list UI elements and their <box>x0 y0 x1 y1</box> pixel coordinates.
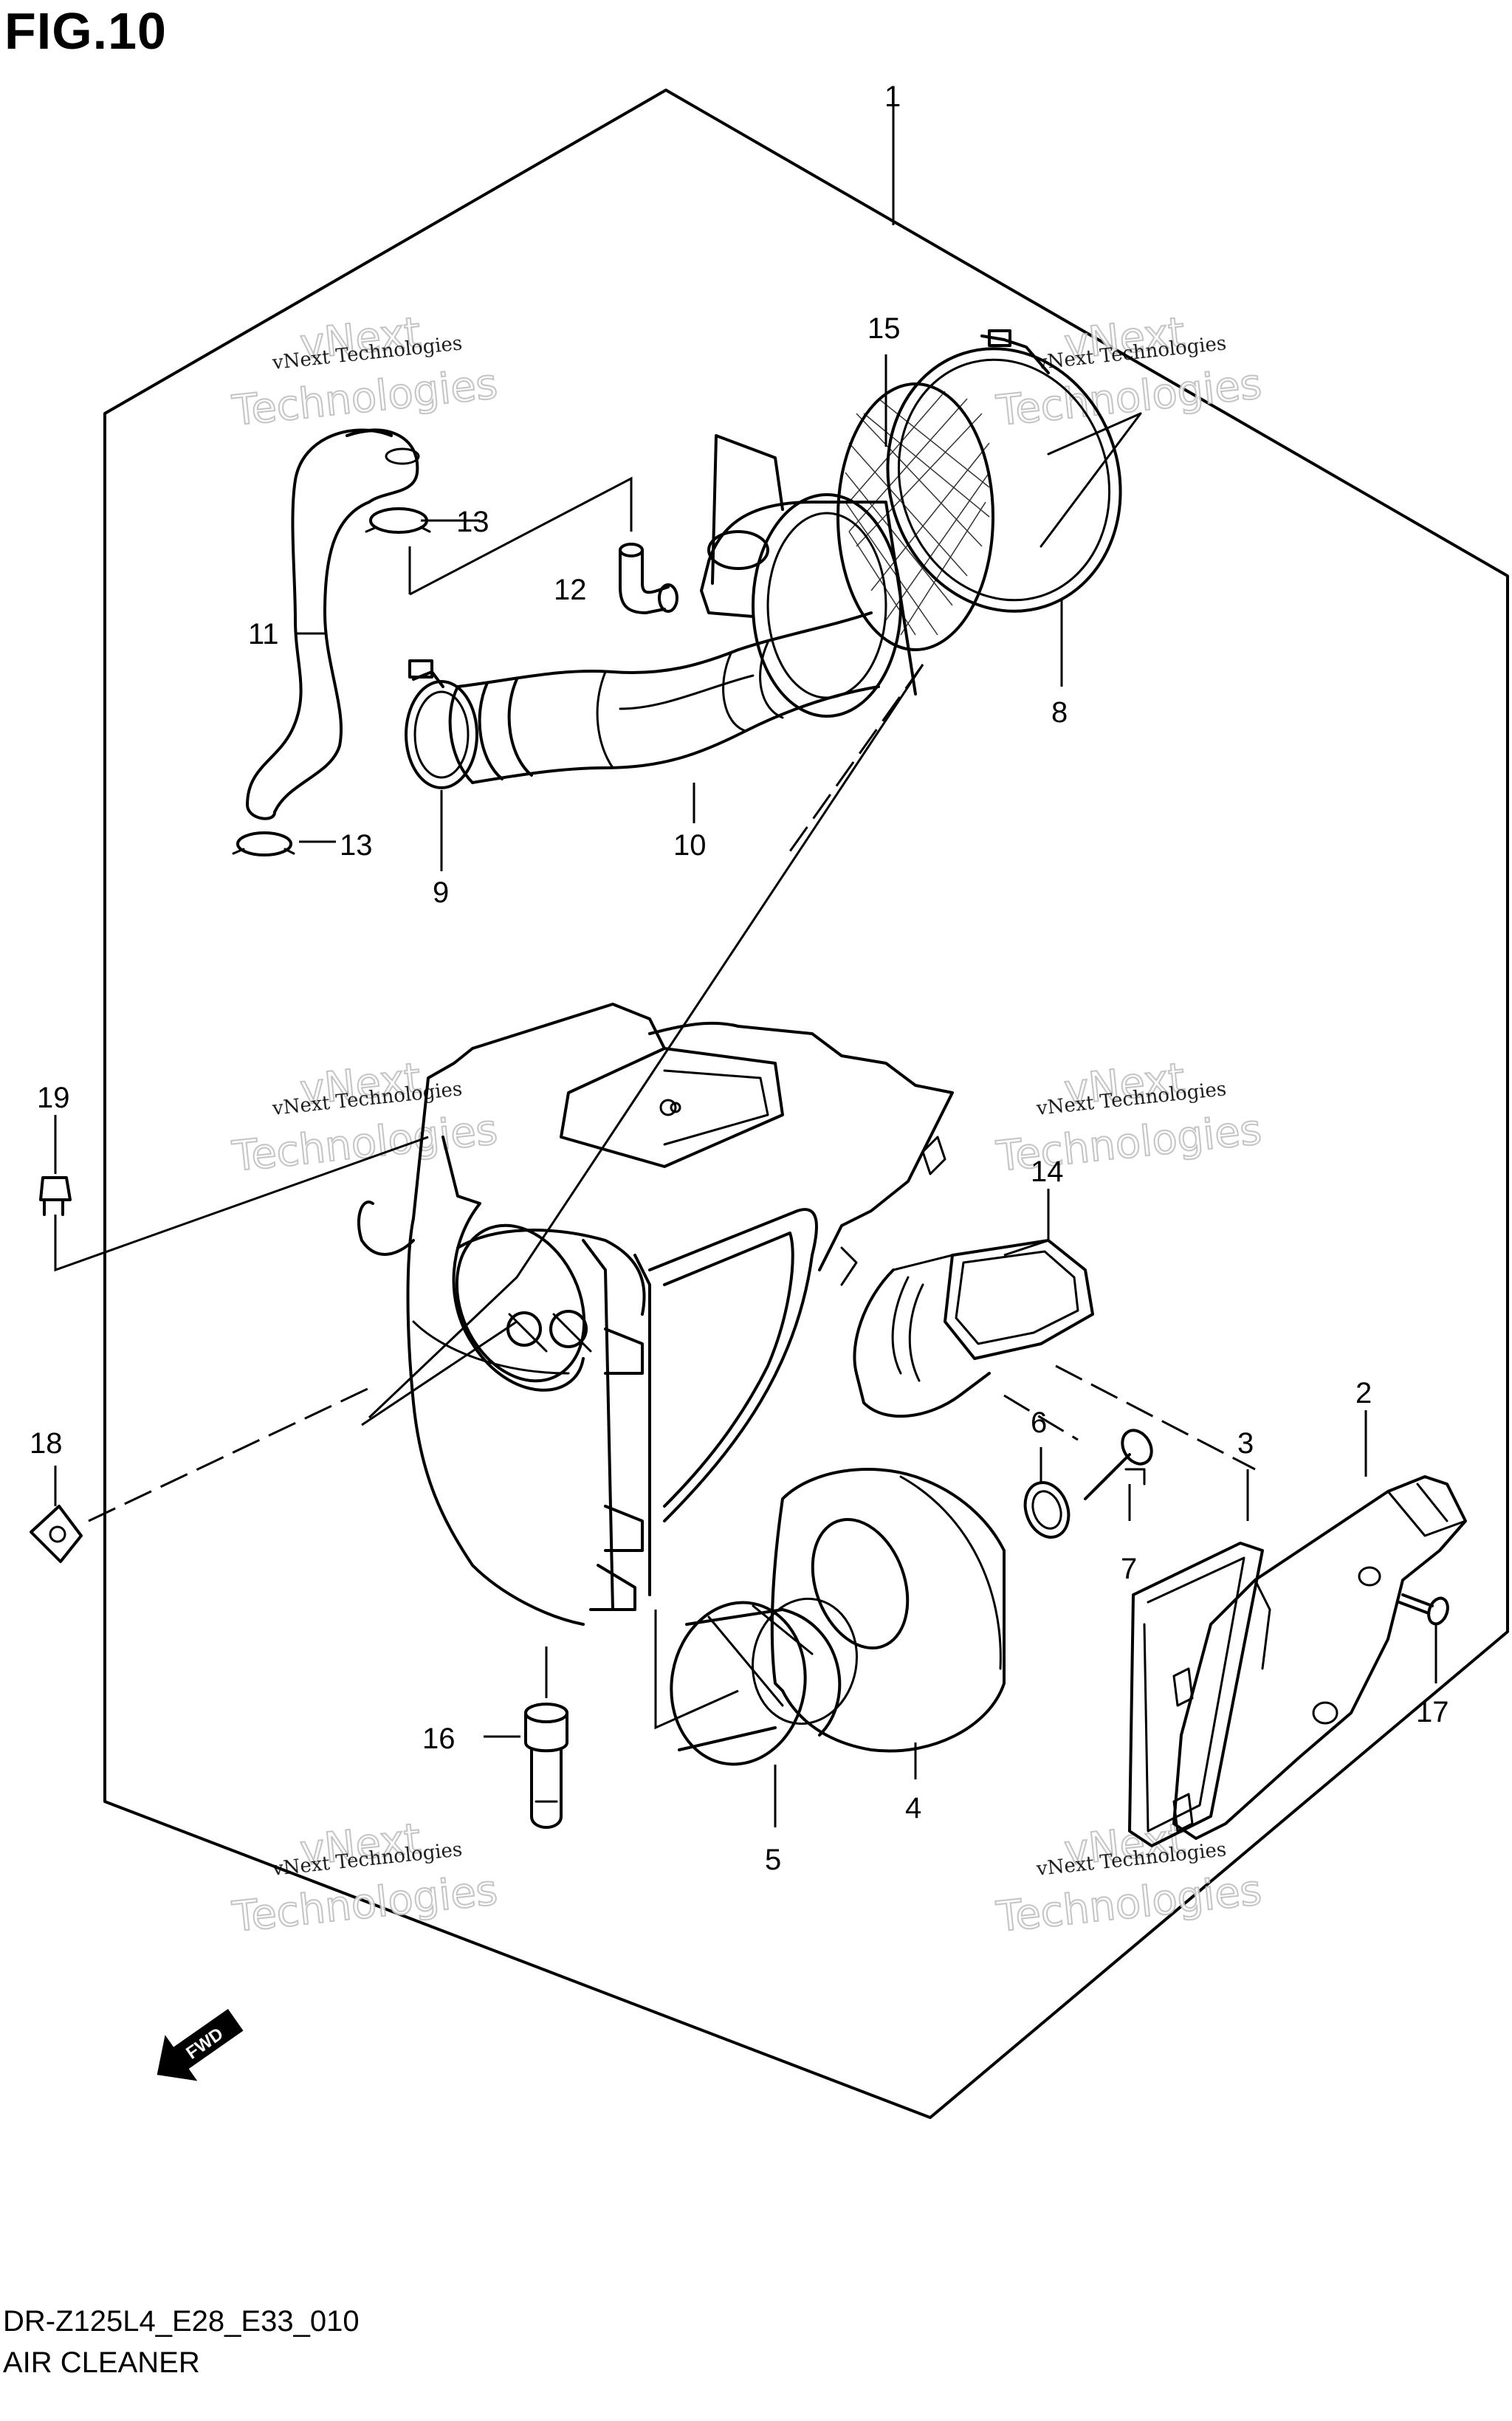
case-bolt-part <box>39 1176 72 1216</box>
air-cleaner-case <box>357 1003 954 1626</box>
air-cleaner-cover-part <box>1172 1475 1467 1840</box>
callout-6: 6 <box>1031 1407 1047 1439</box>
callout-9: 9 <box>433 876 449 909</box>
drain-plug-part <box>524 1703 568 1829</box>
seal-ring-part <box>1023 1481 1071 1539</box>
callout-4: 4 <box>905 1792 921 1824</box>
callout-1: 1 <box>884 80 901 113</box>
diagram-code: DR-Z125L4_E28_E33_010 <box>3 2305 360 2338</box>
svg-text:vNext: vNext <box>1062 309 1187 369</box>
callout-12: 12 <box>554 574 587 606</box>
intake-screen-part <box>836 382 994 651</box>
duct-clamp-part <box>405 659 478 789</box>
callout-7: 7 <box>1121 1553 1137 1585</box>
callout-11: 11 <box>248 618 279 650</box>
intake-boot-part <box>853 1239 1094 1418</box>
callout-13: 13 <box>456 506 489 538</box>
callout-16: 16 <box>422 1723 456 1755</box>
hose-clip-lower <box>232 831 295 856</box>
filter-element-part <box>770 1468 1006 1753</box>
callout-17: 17 <box>1416 1696 1449 1728</box>
callout-3: 3 <box>1237 1427 1254 1460</box>
callout-15: 15 <box>867 312 901 345</box>
svg-text:Technologies: Technologies <box>230 1867 500 1942</box>
clip-nut-part <box>30 1505 83 1563</box>
watermark: Technologies vNext vNext Technologies <box>993 308 1265 436</box>
elbow-fitting-part <box>619 543 678 614</box>
intake-duct-part <box>448 434 917 784</box>
callout-19: 19 <box>37 1082 70 1114</box>
figure-title: FIG.10 <box>4 2 167 60</box>
watermark: Technologies vNext vNext Technologies <box>229 1814 501 1943</box>
callout-18: 18 <box>30 1427 63 1460</box>
callout-labels: 1 15 8 13 12 11 13 10 9 19 14 2 6 3 18 7… <box>30 80 1449 1876</box>
callout-10: 10 <box>673 829 707 862</box>
diagram-name: AIR CLEANER <box>3 2346 200 2379</box>
callout-leaders <box>54 103 1437 1827</box>
cover-screw-part <box>1084 1429 1153 1500</box>
forward-arrow: FWD <box>157 2008 244 2081</box>
svg-text:Technologies: Technologies <box>230 360 500 436</box>
svg-text:Technologies: Technologies <box>994 360 1264 436</box>
hose-clip-upper <box>365 507 431 534</box>
cover-gasket-part <box>1128 1542 1264 1847</box>
callout-14: 14 <box>1031 1155 1064 1188</box>
breather-hose-part <box>246 428 420 820</box>
cover-bolt-part <box>1398 1593 1449 1626</box>
watermark: Technologies vNext vNext Technologies <box>993 1054 1265 1182</box>
callout-5: 5 <box>765 1844 781 1876</box>
callout-13: 13 <box>340 829 373 862</box>
svg-text:Technologies: Technologies <box>230 1106 500 1181</box>
filter-holder-part <box>670 1597 858 1766</box>
callout-8: 8 <box>1051 696 1068 729</box>
screen-clamp-part <box>886 329 1142 613</box>
callout-2: 2 <box>1355 1377 1372 1409</box>
svg-text:Technologies: Technologies <box>994 1867 1264 1942</box>
watermark: Technologies vNext vNext Technologies <box>993 1814 1265 1943</box>
assembly-boundary <box>103 89 1509 2119</box>
